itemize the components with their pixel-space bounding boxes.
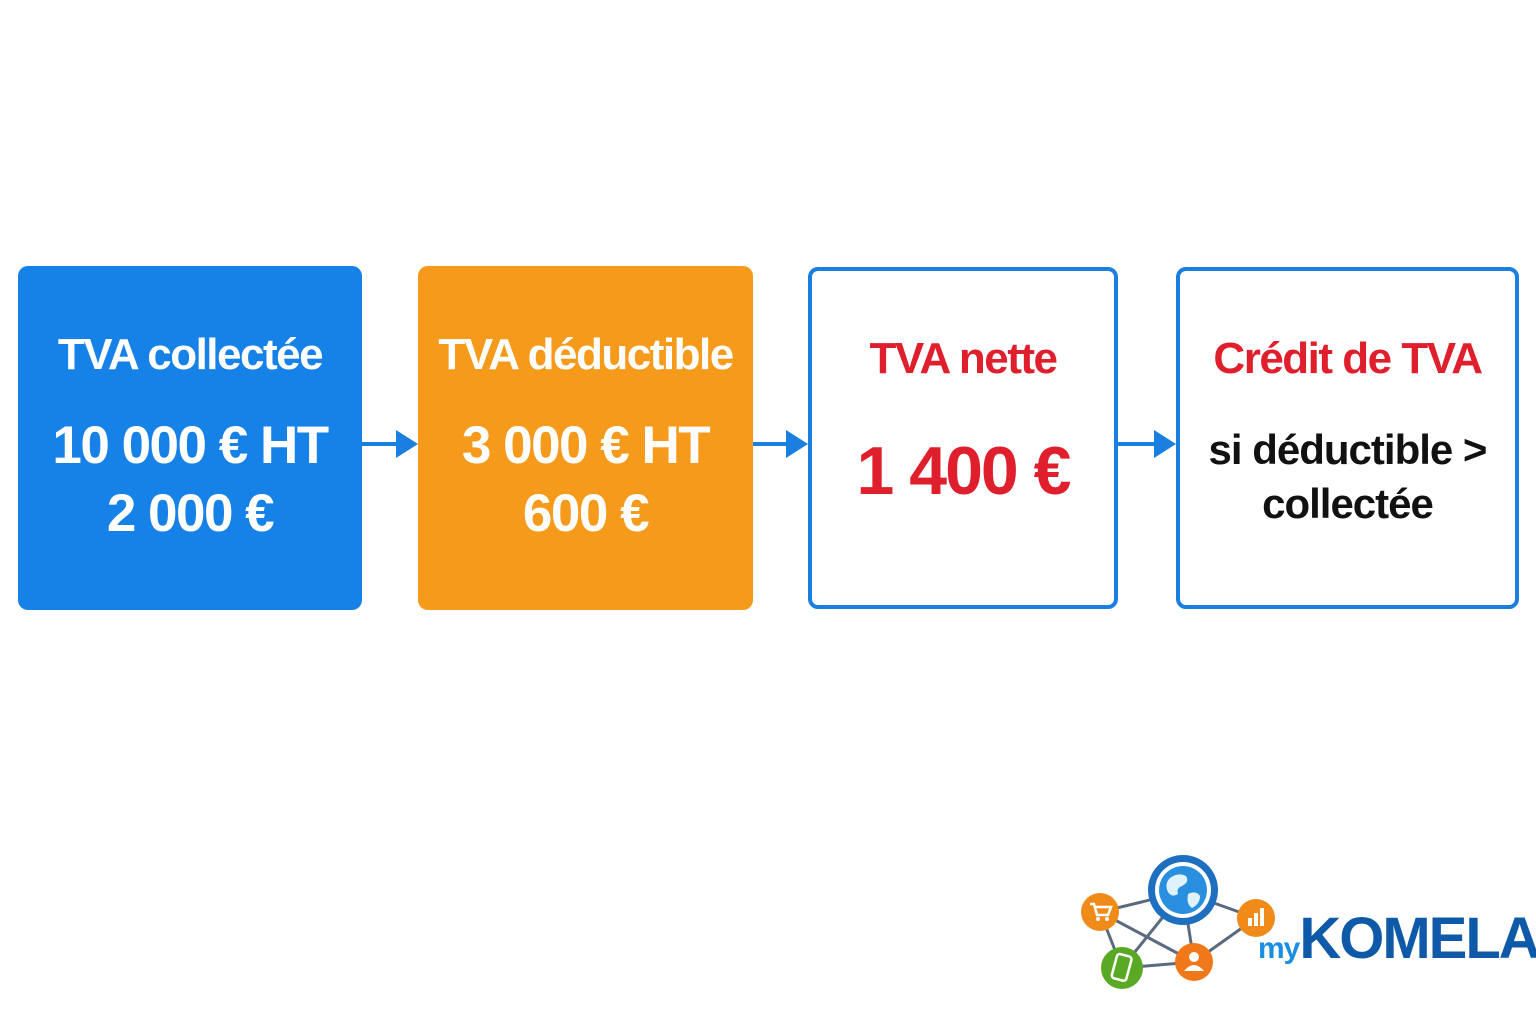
logo-prefix: my [1258,932,1300,965]
credit-tva-condition-line2: collectée [1262,480,1434,527]
cart-icon [1081,893,1119,931]
logo-name: KOMELA [1299,906,1536,971]
arrow-right-icon [753,430,808,458]
tva-collectee-amount: 2 000 € [106,484,275,543]
tva-collectee-title: TVA collectée [57,330,324,379]
credit-tva-box: Crédit de TVA si déductible > collectée [1176,267,1519,609]
tva-deductible-title: TVA déductible [438,330,734,379]
credit-tva-condition-line1: si déductible > [1208,426,1488,473]
tva-deductible-ht: 3 000 € HT [461,416,711,475]
chart-icon [1237,899,1275,937]
tva-nette-title: TVA nette [869,334,1058,383]
tva-deductible-amount: 600 € [522,484,650,543]
credit-tva-title: Crédit de TVA [1213,334,1483,383]
arrow-right-icon [362,430,418,458]
logo-wordmark: myKOMELA [1258,905,1536,972]
tva-deductible-box: TVA déductible 3 000 € HT 600 € [418,266,753,610]
tva-deductible-values: 3 000 € HT 600 € [461,412,711,548]
tva-collectee-ht: 10 000 € HT [52,416,329,475]
tva-collectee-values: 10 000 € HT 2 000 € [52,412,329,548]
tva-nette-box: TVA nette 1 400 € [808,267,1118,609]
tva-nette-value: 1 400 € [856,433,1072,509]
tva-collectee-box: TVA collectée 10 000 € HT 2 000 € [18,266,362,610]
user-icon [1175,943,1213,981]
credit-tva-condition: si déductible > collectée [1208,423,1488,531]
phone-icon [1101,947,1143,989]
globe-icon [1148,855,1218,925]
arrow-right-icon [1118,430,1176,458]
mykomela-logo [1081,855,1275,989]
